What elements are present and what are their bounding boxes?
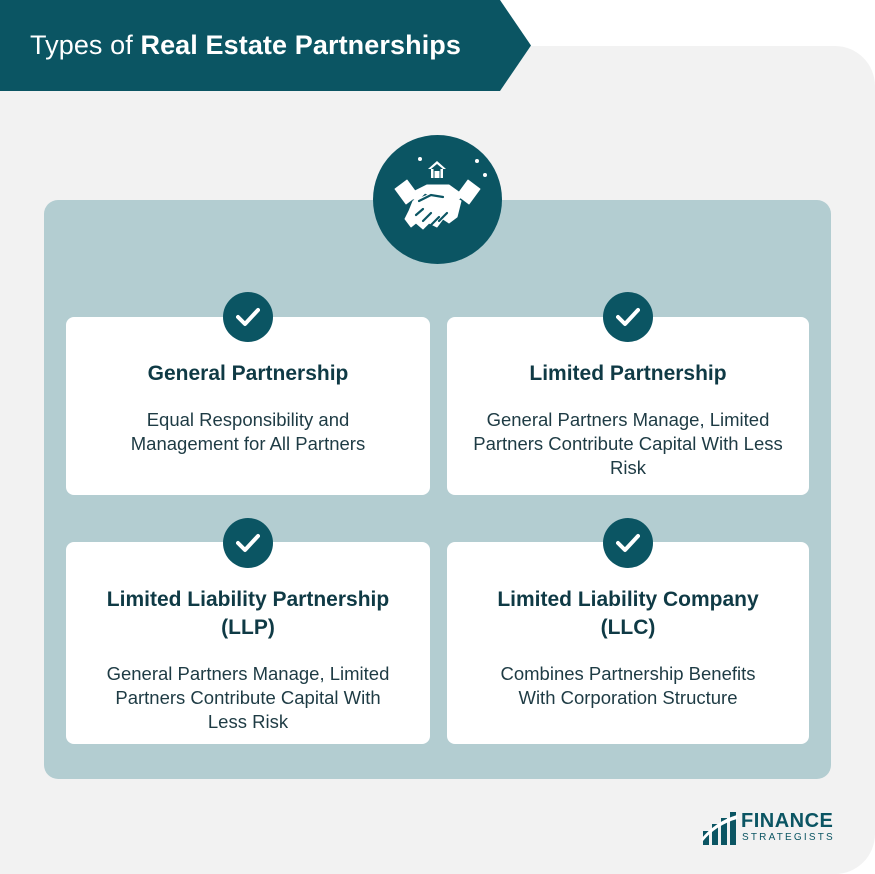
card-title: Limited Partnership [529, 362, 727, 385]
card-title: Limited Liability Company (LLC) [497, 588, 759, 639]
card-title: Limited Liability Partnership (LLP) [106, 588, 390, 639]
checkmark-icon [223, 292, 273, 342]
logo-mark-icon [701, 812, 737, 845]
card-description: Combines Partnership Benefits With Corpo… [500, 663, 756, 708]
page-title-prefix: Types of [30, 30, 141, 60]
checkmark-icon [603, 518, 653, 568]
card-general-partnership: General Partnership Equal Responsibility… [66, 317, 430, 495]
logo-text-finance: FINANCE [741, 810, 834, 832]
card-limited-liability-partnership: Limited Liability Partnership (LLP) Gene… [66, 542, 430, 744]
checkmark-icon [603, 292, 653, 342]
card-limited-partnership: Limited Partnership General Partners Man… [447, 317, 809, 495]
card-title: General Partnership [147, 362, 349, 385]
card-description: General Partners Manage, Limited Partner… [473, 409, 783, 478]
finance-strategists-logo: FINANCE STRATEGISTS [701, 808, 833, 846]
handshake-house-icon [373, 135, 502, 264]
card-limited-liability-company: Limited Liability Company (LLC) Combines… [447, 542, 809, 744]
card-description: Equal Responsibility and Management for … [130, 409, 366, 454]
title-banner [0, 0, 531, 91]
page-title: Types of Real Estate Partnerships [30, 30, 461, 61]
page-title-bold: Real Estate Partnerships [140, 30, 462, 60]
logo-text-strategists: STRATEGISTS [742, 832, 835, 843]
card-description: General Partners Manage, Limited Partner… [106, 663, 390, 732]
checkmark-icon [223, 518, 273, 568]
